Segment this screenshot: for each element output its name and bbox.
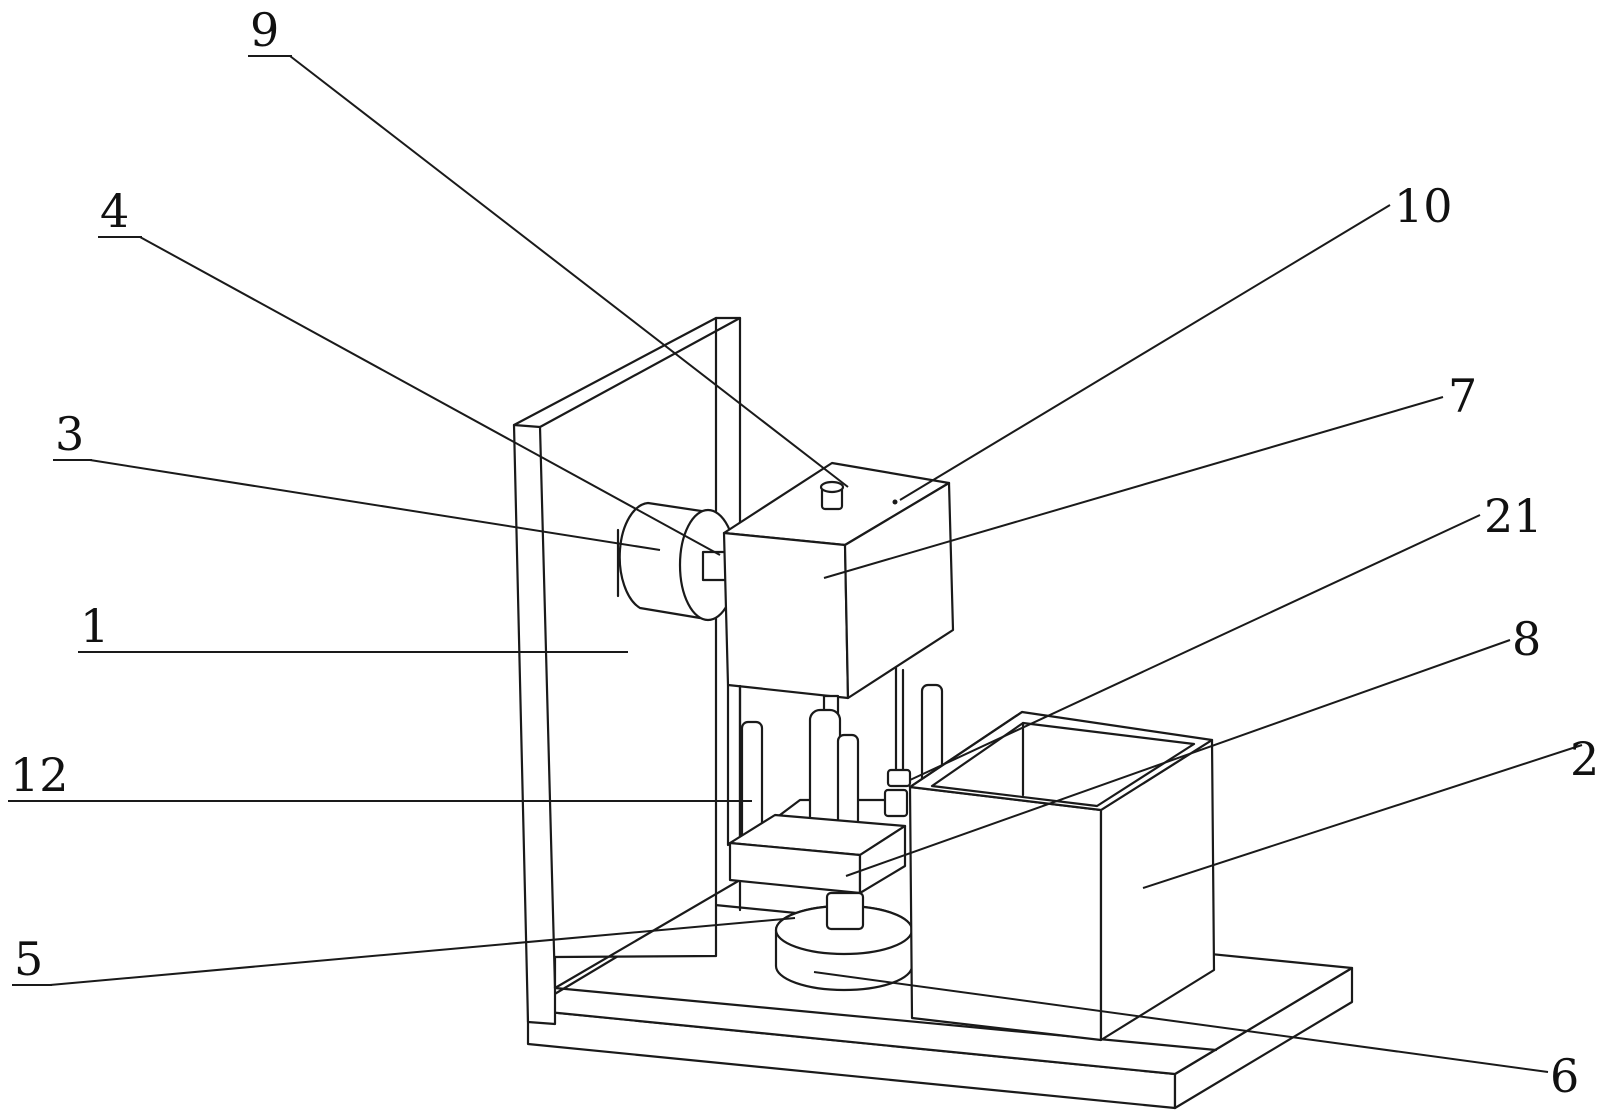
callout-21: 21	[1484, 489, 1543, 543]
svg-text:8: 8	[1512, 612, 1541, 666]
svg-text:6: 6	[1550, 1049, 1579, 1103]
callout-3: 3	[53, 407, 92, 461]
callout-2: 2	[1570, 732, 1599, 786]
callout-4: 4	[98, 184, 142, 238]
sensor-rod	[883, 666, 912, 818]
svg-text:3: 3	[55, 407, 84, 461]
turntable	[774, 891, 914, 992]
svg-text:4: 4	[100, 184, 129, 238]
callout-9: 9	[248, 3, 292, 57]
callout-6: 6	[1550, 1049, 1579, 1103]
svg-text:2: 2	[1570, 732, 1599, 786]
callout-12: 12	[8, 748, 74, 802]
container-box	[908, 710, 1216, 1042]
lifting-plate	[728, 813, 907, 895]
top-sensor-dot	[892, 499, 898, 505]
housing-box	[722, 461, 955, 700]
svg-text:12: 12	[10, 748, 69, 802]
svg-text:9: 9	[250, 3, 279, 57]
svg-text:7: 7	[1448, 369, 1477, 423]
guide-columns	[740, 683, 944, 849]
callout-10: 10	[1394, 179, 1453, 233]
callout-1: 1	[78, 599, 114, 653]
svg-text:21: 21	[1484, 489, 1543, 543]
motor	[616, 501, 738, 622]
callout-7: 7	[1448, 369, 1477, 423]
callout-5: 5	[12, 932, 52, 986]
callout-8: 8	[1512, 612, 1541, 666]
svg-text:1: 1	[80, 599, 109, 653]
shaft	[825, 891, 865, 931]
vertical-frame	[512, 316, 1218, 1052]
svg-text:10: 10	[1394, 179, 1453, 233]
svg-text:5: 5	[14, 932, 43, 986]
leader-lines	[49, 55, 1583, 1073]
